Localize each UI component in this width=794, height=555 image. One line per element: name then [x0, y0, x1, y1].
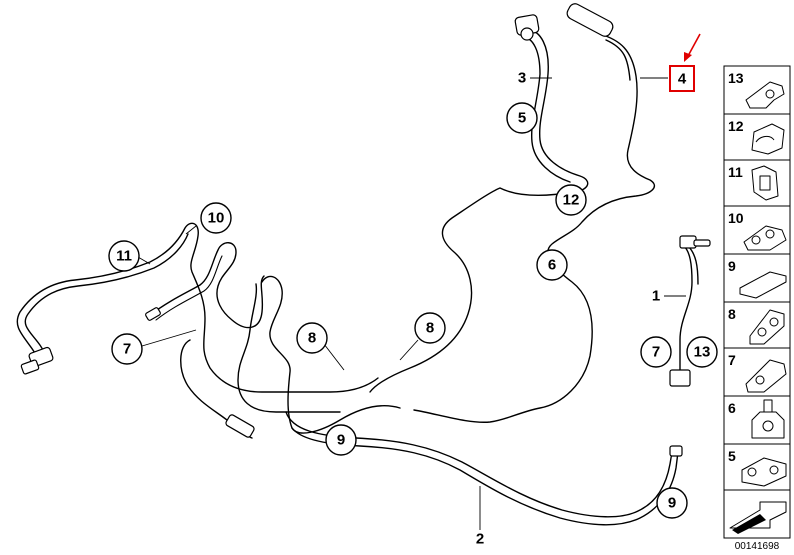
red-arrow-icon [687, 33, 701, 57]
tool-icon [729, 501, 787, 529]
hose-center-b [237, 283, 341, 413]
callout-8-center: 8 [296, 322, 328, 354]
clip-9-icon [739, 271, 787, 299]
callout-7-right-label: 7 [652, 344, 660, 361]
callout-9-center: 9 [325, 424, 357, 456]
clip-13-icon [745, 81, 785, 109]
label-3: 3 [518, 70, 526, 87]
leader-lines [137, 77, 686, 530]
fitting-1-bottom [669, 369, 691, 387]
hose-4 [413, 33, 655, 423]
callout-13: 13 [686, 336, 718, 368]
callout-10-label: 10 [208, 210, 225, 227]
callout-13-label: 13 [694, 344, 711, 361]
legend-label-7: 7 [728, 352, 736, 368]
hose-3 [369, 29, 589, 393]
callout-9-right-label: 9 [668, 495, 676, 512]
label-1: 1 [652, 288, 660, 305]
connector-left-tip [20, 359, 40, 375]
callout-8-right: 8 [414, 312, 446, 344]
red-arrowhead-icon [684, 52, 692, 62]
callout-9-right: 9 [656, 487, 688, 519]
callout-12-label: 12 [563, 192, 580, 209]
clip-5-icon [741, 457, 787, 487]
hose-2 [291, 427, 679, 526]
label-2: 2 [476, 531, 484, 548]
nozzle-4 [566, 3, 614, 37]
fitting-1-pin [693, 239, 711, 247]
fitting-2-end [669, 445, 683, 457]
fitting-10 [145, 307, 161, 321]
hose-11 [16, 222, 379, 393]
legend-label-5: 5 [728, 448, 736, 464]
callout-11-label: 11 [116, 248, 132, 265]
hose-1 [679, 245, 693, 373]
legend-label-13: 13 [728, 70, 744, 86]
callout-5: 5 [506, 102, 538, 134]
legend-label-6: 6 [728, 400, 736, 416]
tool-arrow-icon [732, 514, 766, 534]
highlight-part-4: 4 [669, 33, 701, 92]
hose-10-inner [155, 255, 223, 321]
legend-strip: 13 12 11 10 9 8 7 6 [723, 65, 791, 539]
callout-5-label: 5 [518, 110, 526, 127]
callout-12: 12 [555, 184, 587, 216]
label-4: 4 [678, 71, 687, 88]
callout-10: 10 [200, 202, 232, 234]
callout-7-left: 7 [111, 333, 143, 365]
hose-11-inner [24, 233, 189, 357]
callout-11: 11 [108, 240, 140, 272]
hose-10 [149, 242, 265, 329]
callout-7-left-label: 7 [123, 341, 131, 358]
clip-7-icon [745, 359, 787, 393]
callout-8-center-label: 8 [308, 330, 316, 347]
nozzle-3-cap [520, 27, 534, 41]
hose-1-inner [687, 245, 699, 285]
legend-label-8: 8 [728, 306, 736, 322]
hose-lines [16, 3, 711, 526]
legend-label-11: 11 [728, 164, 743, 180]
hose-4-inner [605, 39, 631, 81]
callout-6: 6 [536, 249, 568, 281]
document-number: 00141698 [735, 541, 780, 552]
legend-label-9: 9 [728, 258, 736, 274]
callout-9-center-label: 9 [337, 432, 345, 449]
callout-7-right: 7 [640, 336, 672, 368]
callout-8-right-label: 8 [426, 320, 434, 337]
highlight-box [669, 65, 695, 92]
legend-label-10: 10 [728, 210, 744, 226]
hose-center [261, 275, 401, 434]
callout-6-label: 6 [548, 257, 556, 274]
legend-label-12: 12 [728, 118, 744, 134]
connector-lower-left [225, 414, 255, 438]
